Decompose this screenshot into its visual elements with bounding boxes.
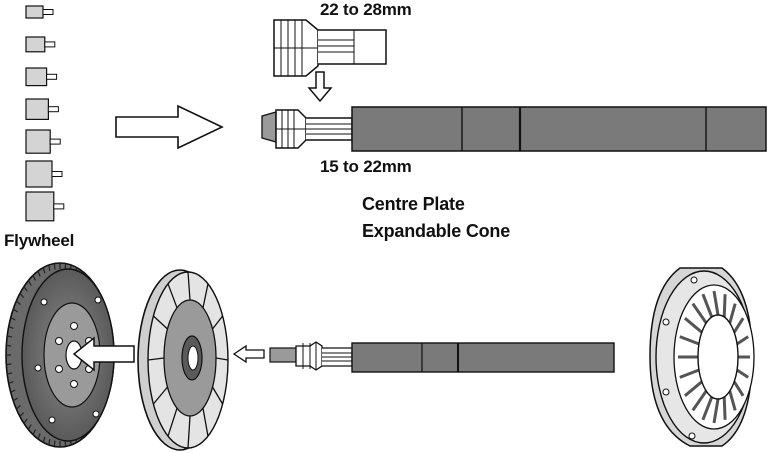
adapter-icon <box>25 160 63 188</box>
upper-cone-icon <box>273 19 387 77</box>
down-arrow-icon <box>307 71 333 103</box>
adapter-set-icon <box>25 5 65 222</box>
alignment-shaft-top <box>351 106 767 152</box>
flywheel-label: Flywheel <box>4 231 75 250</box>
alignment-shaft-bottom <box>269 341 615 373</box>
adapter-icon <box>25 98 59 120</box>
right-arrow-icon <box>115 104 224 150</box>
adapter-icon <box>25 36 56 53</box>
lower-size-label: 15 to 22mm <box>320 157 412 176</box>
expandable-cone-label: Expandable Cone <box>362 221 511 241</box>
adapter-icon <box>25 191 65 222</box>
adapter-icon <box>25 5 54 19</box>
flywheel-icon <box>5 262 115 448</box>
pressure-plate-icon <box>649 267 755 447</box>
adapter-icon <box>25 129 61 154</box>
centre-plate-label: Centre Plate <box>362 194 465 214</box>
left-arrow-icon <box>232 344 265 364</box>
flywheel-arrow-icon <box>72 336 135 372</box>
upper-size-label: 22 to 28mm <box>320 0 412 19</box>
lower-cone-icon <box>261 109 353 149</box>
clutch-disc-icon <box>137 269 229 451</box>
adapter-icon <box>25 67 58 87</box>
